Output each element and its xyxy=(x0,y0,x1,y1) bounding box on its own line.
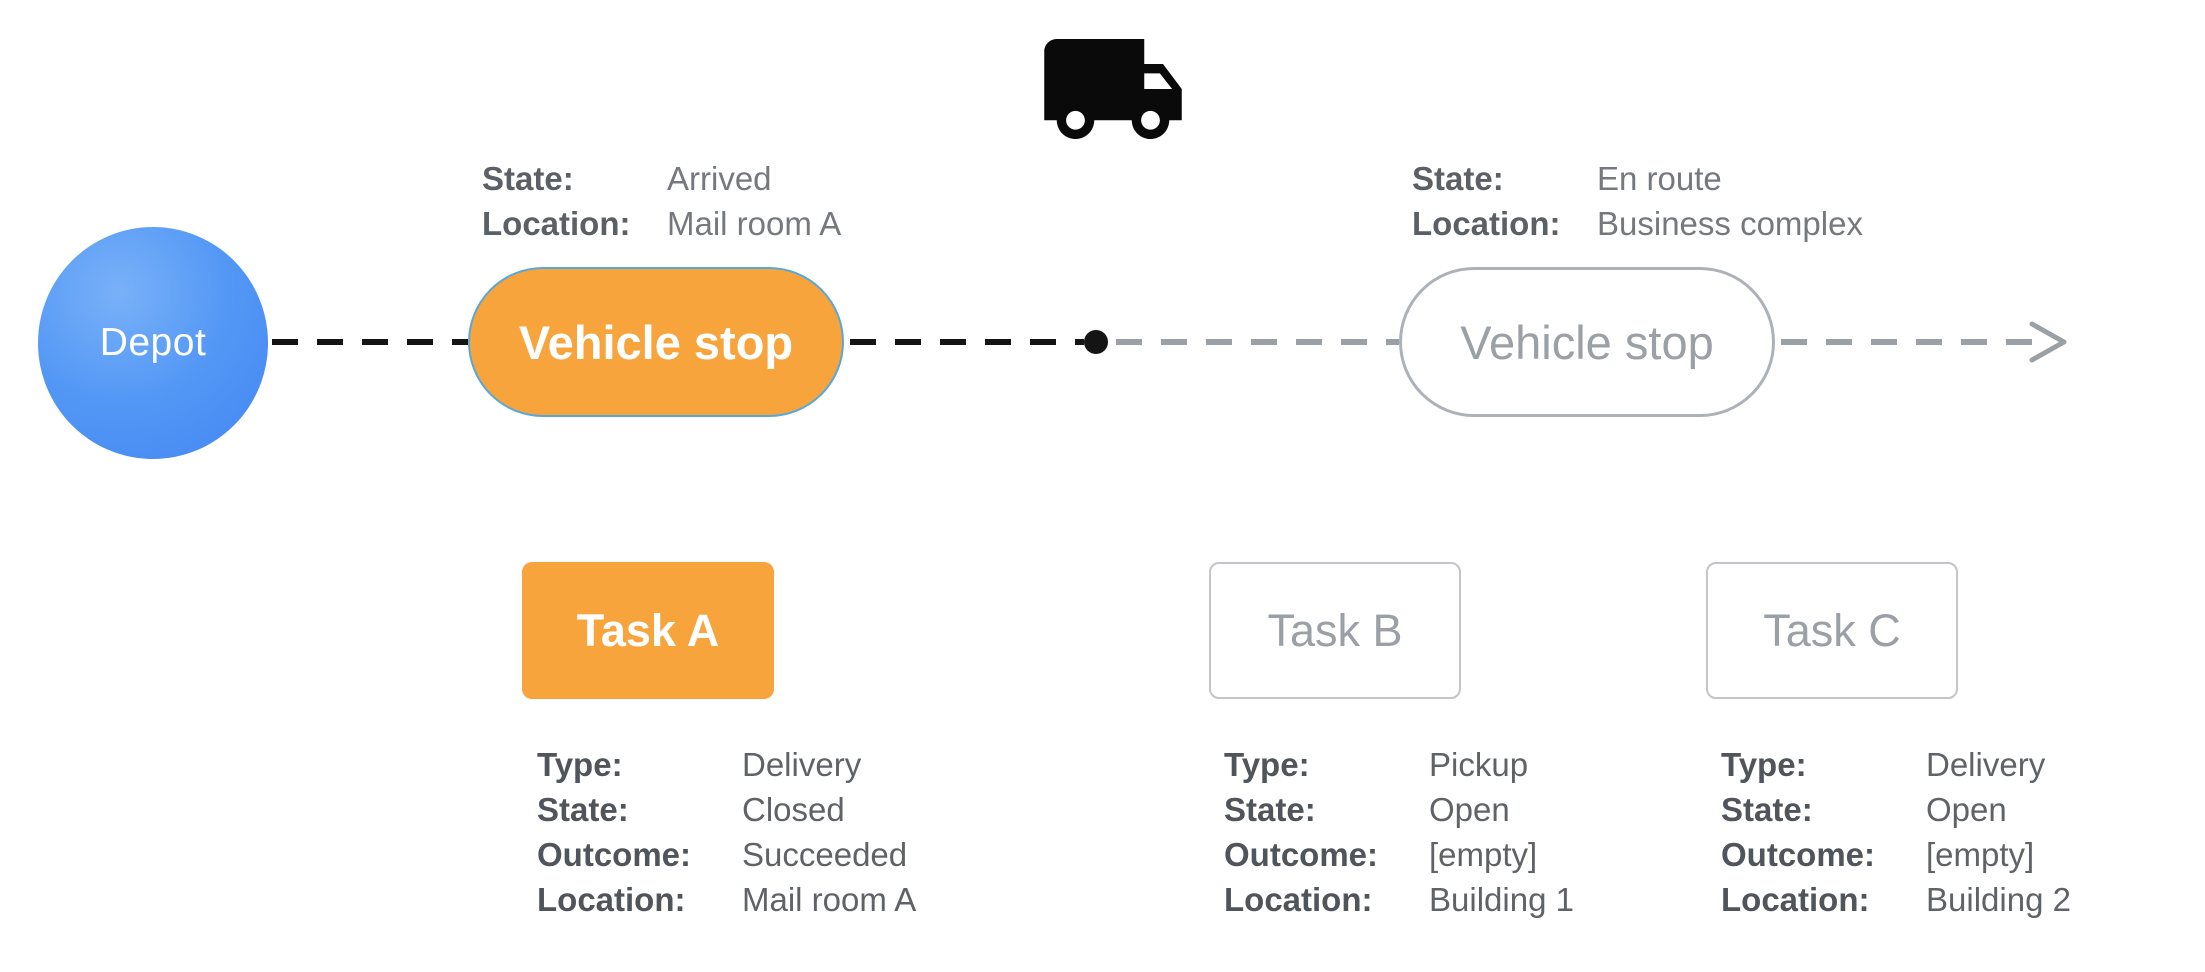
detail-row-location: Location: Building 1 xyxy=(1224,877,1574,922)
route-arrowhead-icon xyxy=(2022,315,2077,375)
type-label: Type: xyxy=(1224,746,1310,783)
vehicle-position-dot xyxy=(1084,330,1108,354)
route-arrowhead-icon xyxy=(2029,321,2067,363)
outcome-label: Outcome: xyxy=(1224,836,1379,873)
type-value: Delivery xyxy=(1926,746,2046,783)
state-value: Open xyxy=(1429,791,1510,828)
outcome-label: Outcome: xyxy=(1721,836,1876,873)
location-label: Location: xyxy=(1721,881,1870,918)
task-c-card: Task C xyxy=(1706,562,1958,699)
truck-icon xyxy=(1044,39,1182,139)
detail-row-outcome: Outcome: [empty] xyxy=(1721,832,2071,877)
detail-row-state: State: Open xyxy=(1721,787,2071,832)
type-value: Delivery xyxy=(742,746,862,783)
outcome-value: Succeeded xyxy=(742,836,908,873)
depot-label: Depot xyxy=(99,321,207,364)
type-label: Type: xyxy=(1721,746,1807,783)
state-value: Open xyxy=(1926,791,2007,828)
location-value: Mail room A xyxy=(742,881,917,918)
state-value: En route xyxy=(1597,160,1722,197)
type-value: Pickup xyxy=(1429,746,1529,783)
route-segment-vehicle-to-stop2 xyxy=(1116,339,1399,345)
vehicle-stop-2-label: Vehicle stop xyxy=(1460,315,1714,369)
vehicle-stop-2: Vehicle stop xyxy=(1399,267,1775,417)
vehicle-stop-1-info: State: Arrived Location: Mail room A xyxy=(482,156,841,246)
detail-row-location: Location: Mail room A xyxy=(537,877,916,922)
detail-row-state: State: Closed xyxy=(537,787,916,832)
detail-row-outcome: Outcome: Succeeded xyxy=(537,832,916,877)
state-value: Arrived xyxy=(667,160,772,197)
task-a-label: Task A xyxy=(576,604,720,656)
location-label: Location: xyxy=(482,205,631,242)
detail-row-outcome: Outcome: [empty] xyxy=(1224,832,1574,877)
location-value: Mail room A xyxy=(667,205,842,242)
location-value: Business complex xyxy=(1597,205,1863,242)
location-label: Location: xyxy=(537,881,686,918)
route-segment-stop1-to-vehicle xyxy=(850,339,1084,345)
type-label: Type: xyxy=(537,746,623,783)
state-label: State: xyxy=(1721,791,1813,828)
task-c-label: Task C xyxy=(1763,604,1901,656)
location-label: Location: xyxy=(1412,205,1561,242)
route-segment-depot-to-stop1 xyxy=(272,339,468,345)
outcome-value: [empty] xyxy=(1429,836,1538,873)
truck-icon-shape xyxy=(1044,39,1182,139)
detail-row-state: State: Open xyxy=(1224,787,1574,832)
state-label: State: xyxy=(482,160,574,197)
location-row: Location: Business complex xyxy=(1412,201,1863,246)
outcome-value: [empty] xyxy=(1926,836,2035,873)
detail-row-type: Type: Delivery xyxy=(537,742,916,787)
detail-row-location: Location: Building 2 xyxy=(1721,877,2071,922)
task-b-details: Type: Pickup State: Open Outcome: [empty… xyxy=(1224,742,1574,922)
state-row: State: Arrived xyxy=(482,156,841,201)
task-c-details: Type: Delivery State: Open Outcome: [emp… xyxy=(1721,742,2071,922)
vehicle-stop-1: Vehicle stop xyxy=(468,267,844,417)
location-value: Building 1 xyxy=(1429,881,1574,918)
truck-icon xyxy=(1038,14,1188,169)
outcome-label: Outcome: xyxy=(537,836,692,873)
vehicle-stop-2-info: State: En route Location: Business compl… xyxy=(1412,156,1863,246)
state-label: State: xyxy=(1224,791,1316,828)
depot-node: Depot xyxy=(38,227,268,459)
state-value: Closed xyxy=(742,791,845,828)
route-segment-stop2-onward xyxy=(1781,339,2035,345)
arrowhead-shape xyxy=(2029,321,2067,363)
detail-row-type: Type: Pickup xyxy=(1224,742,1574,787)
location-row: Location: Mail room A xyxy=(482,201,841,246)
detail-row-type: Type: Delivery xyxy=(1721,742,2071,787)
state-row: State: En route xyxy=(1412,156,1863,201)
task-a-card: Task A xyxy=(522,562,774,699)
location-value: Building 2 xyxy=(1926,881,2071,918)
task-b-card: Task B xyxy=(1209,562,1461,699)
location-label: Location: xyxy=(1224,881,1373,918)
vehicle-stop-1-label: Vehicle stop xyxy=(518,315,794,369)
state-label: State: xyxy=(1412,160,1504,197)
state-label: State: xyxy=(537,791,629,828)
task-b-label: Task B xyxy=(1267,604,1403,656)
task-a-details: Type: Delivery State: Closed Outcome: Su… xyxy=(537,742,916,922)
